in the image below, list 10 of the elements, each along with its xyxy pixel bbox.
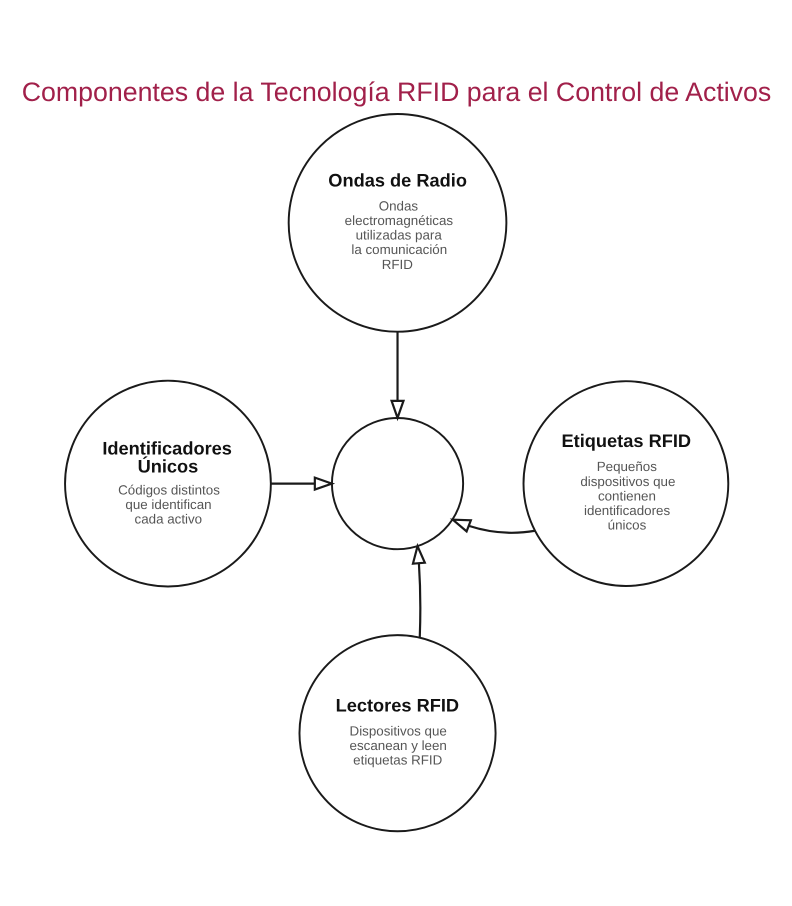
node-circle: Etiquetas RFID Pequeños dispositivos que contienen identificadores únicos <box>522 380 729 587</box>
node-circle: Ondas de Radio Ondas electromagnéticas utilizadas para la comunicación RFID <box>287 113 507 333</box>
arrow <box>449 518 535 534</box>
node-circle <box>330 417 464 550</box>
arrow <box>411 542 426 638</box>
diagram-title: Componentes de la Tecnología RFID para el Control de Activos <box>21 77 771 108</box>
node-circle: Lectores RFID Dispositivos que escanean y leen etiquetas RFID <box>298 634 496 832</box>
arrow <box>270 476 335 492</box>
node-circle: Identificadores Únicos Códigos distintos que identifican cada activo <box>64 380 272 588</box>
arrow <box>390 332 405 422</box>
